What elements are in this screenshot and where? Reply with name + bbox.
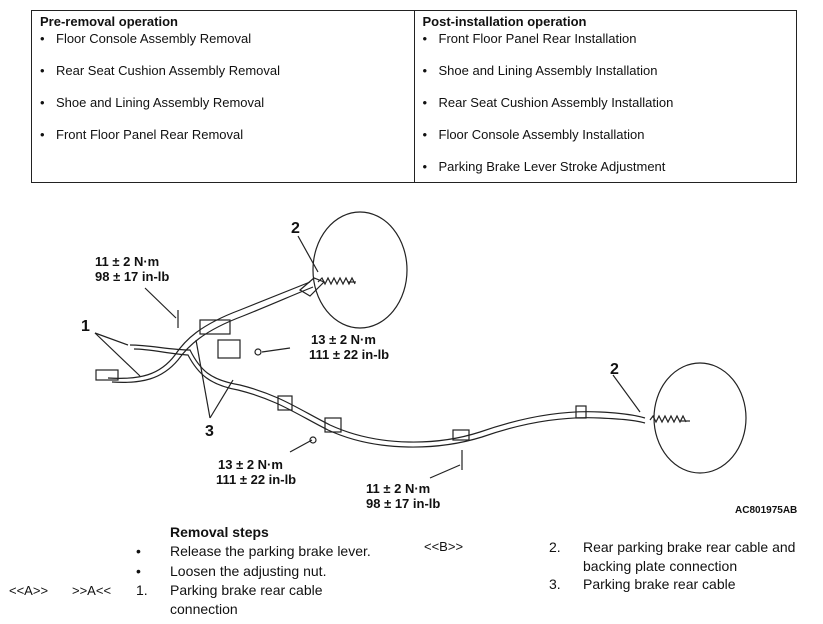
bullet-marker: •	[136, 543, 141, 559]
removal-steps-title: Removal steps	[170, 524, 269, 540]
marker-b: <<B>>	[424, 539, 464, 554]
list-item: Floor Console Assembly Installation	[423, 127, 797, 159]
operations-table: Pre-removal operation Floor Console Asse…	[31, 10, 797, 183]
torque-inlb: 98 ± 17 in-lb	[95, 269, 170, 284]
upper-spring	[317, 276, 356, 286]
torque-label-a: 11 ± 2 N·m 98 ± 17 in-lb	[95, 254, 169, 284]
right-brake-circle	[653, 362, 747, 474]
marker-a-removal: <<A>>	[9, 583, 49, 598]
callout-3: 3	[205, 423, 214, 440]
step-1-line1: Parking brake rear cable	[170, 582, 323, 598]
post-installation-column: Post-installation operation Front Floor …	[413, 11, 797, 182]
post-installation-header: Post-installation operation	[422, 14, 587, 29]
lower-cable	[129, 344, 646, 443]
callout-2-right: 2	[610, 361, 619, 378]
torque-nm: 11 ± 2 N·m	[366, 481, 431, 496]
upper-cable	[107, 281, 311, 379]
marker-a-install: >>A<<	[72, 583, 112, 598]
bullet-marker: •	[136, 563, 141, 579]
step-3-line1: Parking brake rear cable	[583, 576, 736, 592]
step-3-number: 3.	[549, 576, 561, 592]
torque-nm: 11 ± 2 N·m	[95, 254, 160, 269]
torque-label-d: 11 ± 2 N·m 98 ± 17 in-lb	[366, 481, 440, 511]
list-item: Rear Seat Cushion Assembly Installation	[423, 95, 797, 127]
left-brake-circle	[312, 211, 408, 329]
right-spring	[649, 414, 687, 424]
list-item: Front Floor Panel Rear Installation	[423, 31, 797, 63]
pre-removal-list: Floor Console Assembly Removal Rear Seat…	[40, 31, 414, 159]
post-installation-list: Front Floor Panel Rear Installation Shoe…	[423, 31, 797, 191]
list-item: Shoe and Lining Assembly Installation	[423, 63, 797, 95]
torque-inlb: 98 ± 17 in-lb	[366, 496, 441, 511]
figure-id: AC801975AB	[735, 505, 798, 516]
parking-brake-cable-diagram	[94, 211, 747, 479]
torque-nm: 13 ± 2 N·m	[311, 332, 376, 347]
torque-inlb: 111 ± 22 in-lb	[216, 472, 297, 487]
torque-inlb: 111 ± 22 in-lb	[309, 347, 390, 362]
torque-label-b: 13 ± 2 N·m 111 ± 22 in-lb	[309, 332, 389, 362]
pre-removal-header: Pre-removal operation	[40, 14, 178, 29]
list-item: Floor Console Assembly Removal	[40, 31, 414, 63]
step-2-number: 2.	[549, 539, 561, 555]
callout-1: 1	[81, 318, 90, 335]
step-2-line2: backing plate connection	[583, 558, 738, 574]
step-1-line2: connection	[170, 601, 238, 617]
torque-label-c: 13 ± 2 N·m 111 ± 22 in-lb	[216, 457, 296, 487]
step-bullet-2: Loosen the adjusting nut.	[170, 563, 327, 579]
list-item: Shoe and Lining Assembly Removal	[40, 95, 414, 127]
torque-nm: 13 ± 2 N·m	[218, 457, 283, 472]
list-item: Rear Seat Cushion Assembly Removal	[40, 63, 414, 95]
pre-removal-column: Pre-removal operation Floor Console Asse…	[32, 11, 414, 182]
step-bullet-1: Release the parking brake lever.	[170, 543, 371, 559]
step-2-line1: Rear parking brake rear cable and	[583, 539, 796, 555]
callout-2-left: 2	[291, 220, 300, 237]
list-item: Parking Brake Lever Stroke Adjustment	[423, 159, 797, 191]
list-item: Front Floor Panel Rear Removal	[40, 127, 414, 159]
step-1-number: 1.	[136, 582, 148, 598]
